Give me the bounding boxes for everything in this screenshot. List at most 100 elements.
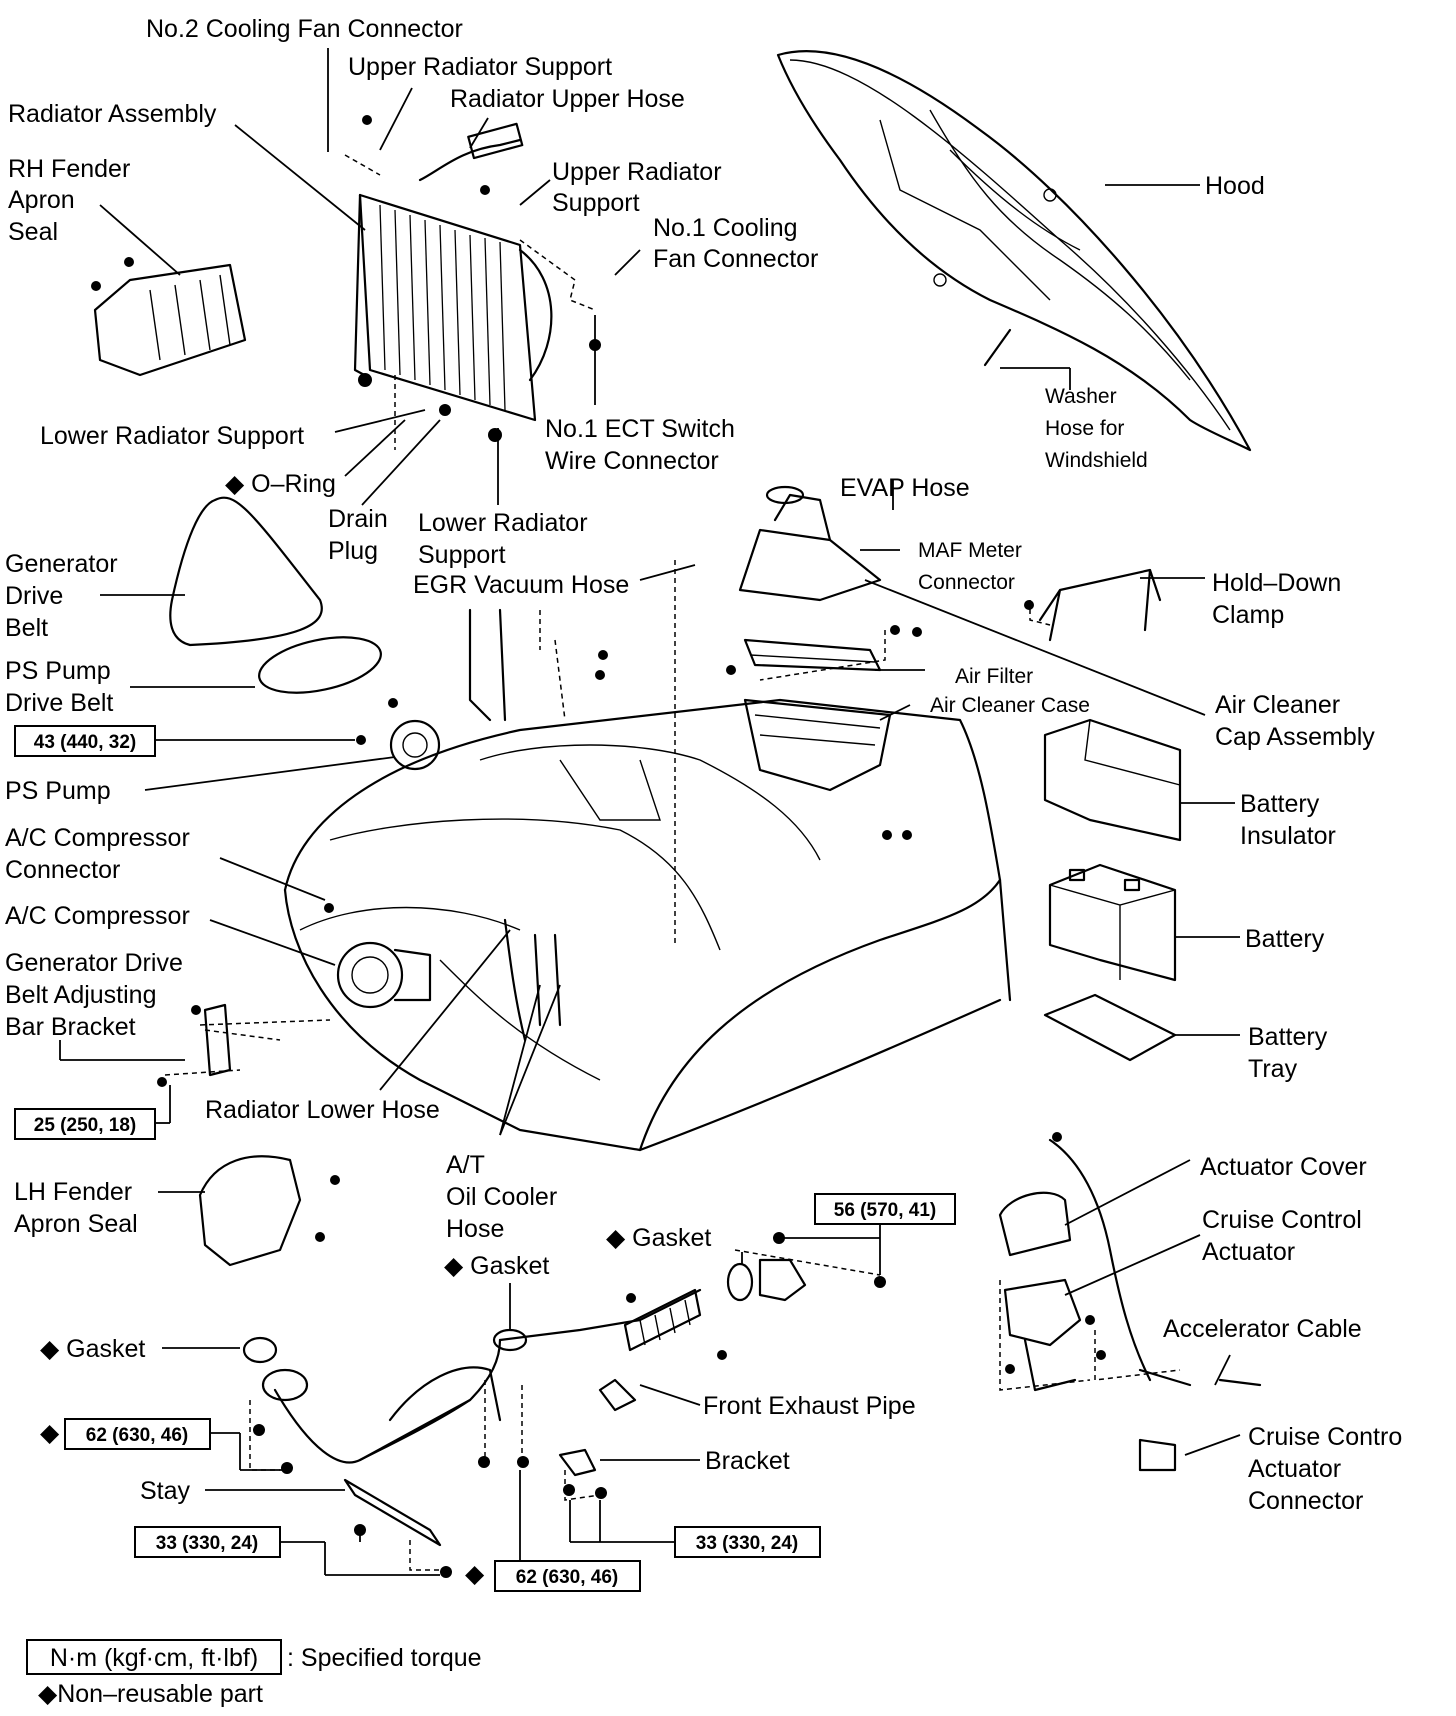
label-stay: Stay — [140, 1477, 191, 1505]
label-no1-ect-switch-2: Wire Connector — [545, 447, 719, 475]
torque-value: 56 (570, 41) — [834, 1200, 936, 1221]
torque-spec-62-bottom: 62 (630, 46) — [494, 1560, 641, 1592]
label-generator-drive-belt-2: Drive — [5, 582, 63, 610]
label-ps-pump-drive-belt-2: Drive Belt — [5, 689, 113, 717]
label-accelerator-cable: Accelerator Cable — [1163, 1315, 1362, 1343]
label-cruise-control-connector-3: Connector — [1248, 1487, 1363, 1515]
battery-illustration — [1048, 863, 1177, 982]
torque-value: 33 (330, 24) — [696, 1533, 798, 1554]
label-no1-cooling-fan-connector-2: Fan Connector — [653, 245, 818, 273]
label-bracket: Bracket — [705, 1447, 790, 1475]
cruise-control-actuator-illustration — [998, 1138, 1262, 1472]
torque-spec-25: 25 (250, 18) — [14, 1108, 156, 1140]
hood-illustration — [776, 50, 1252, 452]
label-air-cleaner-cap-assembly-2: Cap Assembly — [1215, 723, 1375, 751]
label-ac-compressor-connector-1: A/C Compressor — [5, 824, 190, 852]
label-actuator-cover: Actuator Cover — [1200, 1153, 1367, 1181]
label-drain-plug-2: Plug — [328, 537, 378, 565]
torque-spec-56: 56 (570, 41) — [814, 1193, 956, 1225]
lh-fender-apron-seal-illustration — [198, 1155, 302, 1267]
label-washer-hose-2: Hose for — [1045, 417, 1124, 440]
label-lower-radiator-support-center-2: Support — [418, 541, 506, 569]
label-no2-cooling-fan-connector: No.2 Cooling Fan Connector — [146, 15, 463, 43]
torque-spec-33-right: 33 (330, 24) — [674, 1526, 821, 1558]
label-cruise-control-actuator-2: Actuator — [1202, 1238, 1295, 1266]
radiator-illustration — [353, 122, 553, 422]
leader-lines — [59, 48, 1241, 1491]
label-ps-pump-drive-belt-1: PS Pump — [5, 657, 111, 685]
assembly-dashed-lines — [164, 154, 1181, 1571]
label-egr-vacuum-hose: EGR Vacuum Hose — [413, 571, 629, 599]
label-cruise-control-actuator-1: Cruise Control — [1202, 1206, 1362, 1234]
label-battery: Battery — [1245, 925, 1325, 953]
label-ac-compressor: A/C Compressor — [5, 902, 190, 930]
vehicle-body-illustration — [283, 698, 1012, 1152]
label-at-oil-cooler-hose-2: Oil Cooler — [446, 1183, 557, 1211]
label-no1-ect-switch-1: No.1 ECT Switch — [545, 415, 735, 443]
torque-value: 33 (330, 24) — [156, 1533, 258, 1554]
label-cruise-control-connector-1: Cruise Contro — [1248, 1423, 1402, 1451]
label-generator-bracket-1: Generator Drive — [5, 949, 183, 977]
label-upper-radiator-support-top: Upper Radiator Support — [348, 53, 612, 81]
label-air-filter: Air Filter — [955, 665, 1033, 688]
battery-insulator-illustration — [1043, 718, 1182, 842]
nonreusable-marker: ◆ — [465, 1560, 485, 1588]
fasteners-illustration — [91, 115, 1106, 1578]
torque-spec-43: 43 (440, 32) — [14, 725, 156, 757]
label-rh-fender-apron-seal-2: Apron — [8, 186, 75, 214]
label-lower-radiator-support-center-1: Lower Radiator — [418, 509, 588, 537]
label-no1-cooling-fan-connector-1: No.1 Cooling — [653, 214, 798, 242]
label-generator-bracket-3: Bar Bracket — [5, 1013, 136, 1041]
label-battery-tray-1: Battery — [1248, 1023, 1328, 1051]
label-o-ring: ◆ O–Ring — [225, 470, 336, 498]
ps-pump-drive-belt-illustration — [258, 636, 382, 694]
label-lh-fender-apron-seal-2: Apron Seal — [14, 1210, 138, 1238]
air-filter-illustration — [743, 638, 882, 672]
label-air-cleaner-case: Air Cleaner Case — [930, 694, 1090, 717]
label-gasket-upper-right: ◆ Gasket — [606, 1224, 711, 1252]
label-lh-fender-apron-seal-1: LH Fender — [14, 1178, 132, 1206]
label-washer-hose-1: Washer — [1045, 385, 1117, 408]
label-rh-fender-apron-seal-1: RH Fender — [8, 155, 130, 183]
label-battery-tray-2: Tray — [1248, 1055, 1298, 1083]
label-hold-down-clamp-1: Hold–Down — [1212, 569, 1341, 597]
label-front-exhaust-pipe: Front Exhaust Pipe — [703, 1392, 916, 1420]
label-radiator-upper-hose: Radiator Upper Hose — [450, 85, 685, 113]
torque-leader-lines — [155, 739, 881, 1576]
label-evap-hose: EVAP Hose — [840, 474, 970, 502]
legend-nonreusable: ◆Non–reusable part — [38, 1680, 263, 1708]
gasket-lower-left-illustration — [242, 1336, 278, 1364]
air-cleaner-cap-illustration — [738, 485, 882, 602]
label-generator-drive-belt-1: Generator — [5, 550, 118, 578]
label-upper-radiator-support-right-1: Upper Radiator — [552, 158, 722, 186]
label-hood: Hood — [1205, 172, 1265, 200]
label-battery-insulator-1: Battery — [1240, 790, 1320, 818]
gasket-center-illustration — [492, 1328, 528, 1352]
torque-spec-33-left: 33 (330, 24) — [134, 1526, 281, 1558]
generator-drive-belt-illustration — [169, 496, 323, 647]
label-gasket-center: ◆ Gasket — [444, 1252, 549, 1280]
torque-value: 43 (440, 32) — [34, 732, 136, 753]
label-radiator-lower-hose: Radiator Lower Hose — [205, 1096, 440, 1124]
label-lower-radiator-support-left: Lower Radiator Support — [40, 422, 304, 450]
label-washer-hose-3: Windshield — [1045, 449, 1148, 472]
label-drain-plug-1: Drain — [328, 505, 388, 533]
label-at-oil-cooler-hose-3: Hose — [446, 1215, 504, 1243]
torque-value: 62 (630, 46) — [86, 1425, 188, 1446]
battery-tray-illustration — [1043, 993, 1177, 1062]
nonreusable-marker: ◆ — [40, 1419, 60, 1447]
label-maf-meter-connector-1: MAF Meter — [918, 539, 1022, 562]
label-battery-insulator-2: Insulator — [1240, 822, 1336, 850]
torque-value: 62 (630, 46) — [516, 1567, 618, 1588]
label-ac-compressor-connector-2: Connector — [5, 856, 120, 884]
air-cleaner-case-illustration — [743, 698, 892, 792]
rh-fender-apron-seal-illustration — [93, 263, 247, 377]
legend-torque-unit: N·m (kgf·cm, ft·lbf) — [50, 1644, 258, 1672]
label-maf-meter-connector-2: Connector — [918, 571, 1015, 594]
label-cruise-control-connector-2: Actuator — [1248, 1455, 1341, 1483]
legend-torque-text: : Specified torque — [287, 1644, 482, 1672]
label-generator-bracket-2: Belt Adjusting — [5, 981, 157, 1009]
gasket-right-illustration — [726, 1262, 754, 1302]
label-air-cleaner-cap-assembly-1: Air Cleaner — [1215, 691, 1340, 719]
